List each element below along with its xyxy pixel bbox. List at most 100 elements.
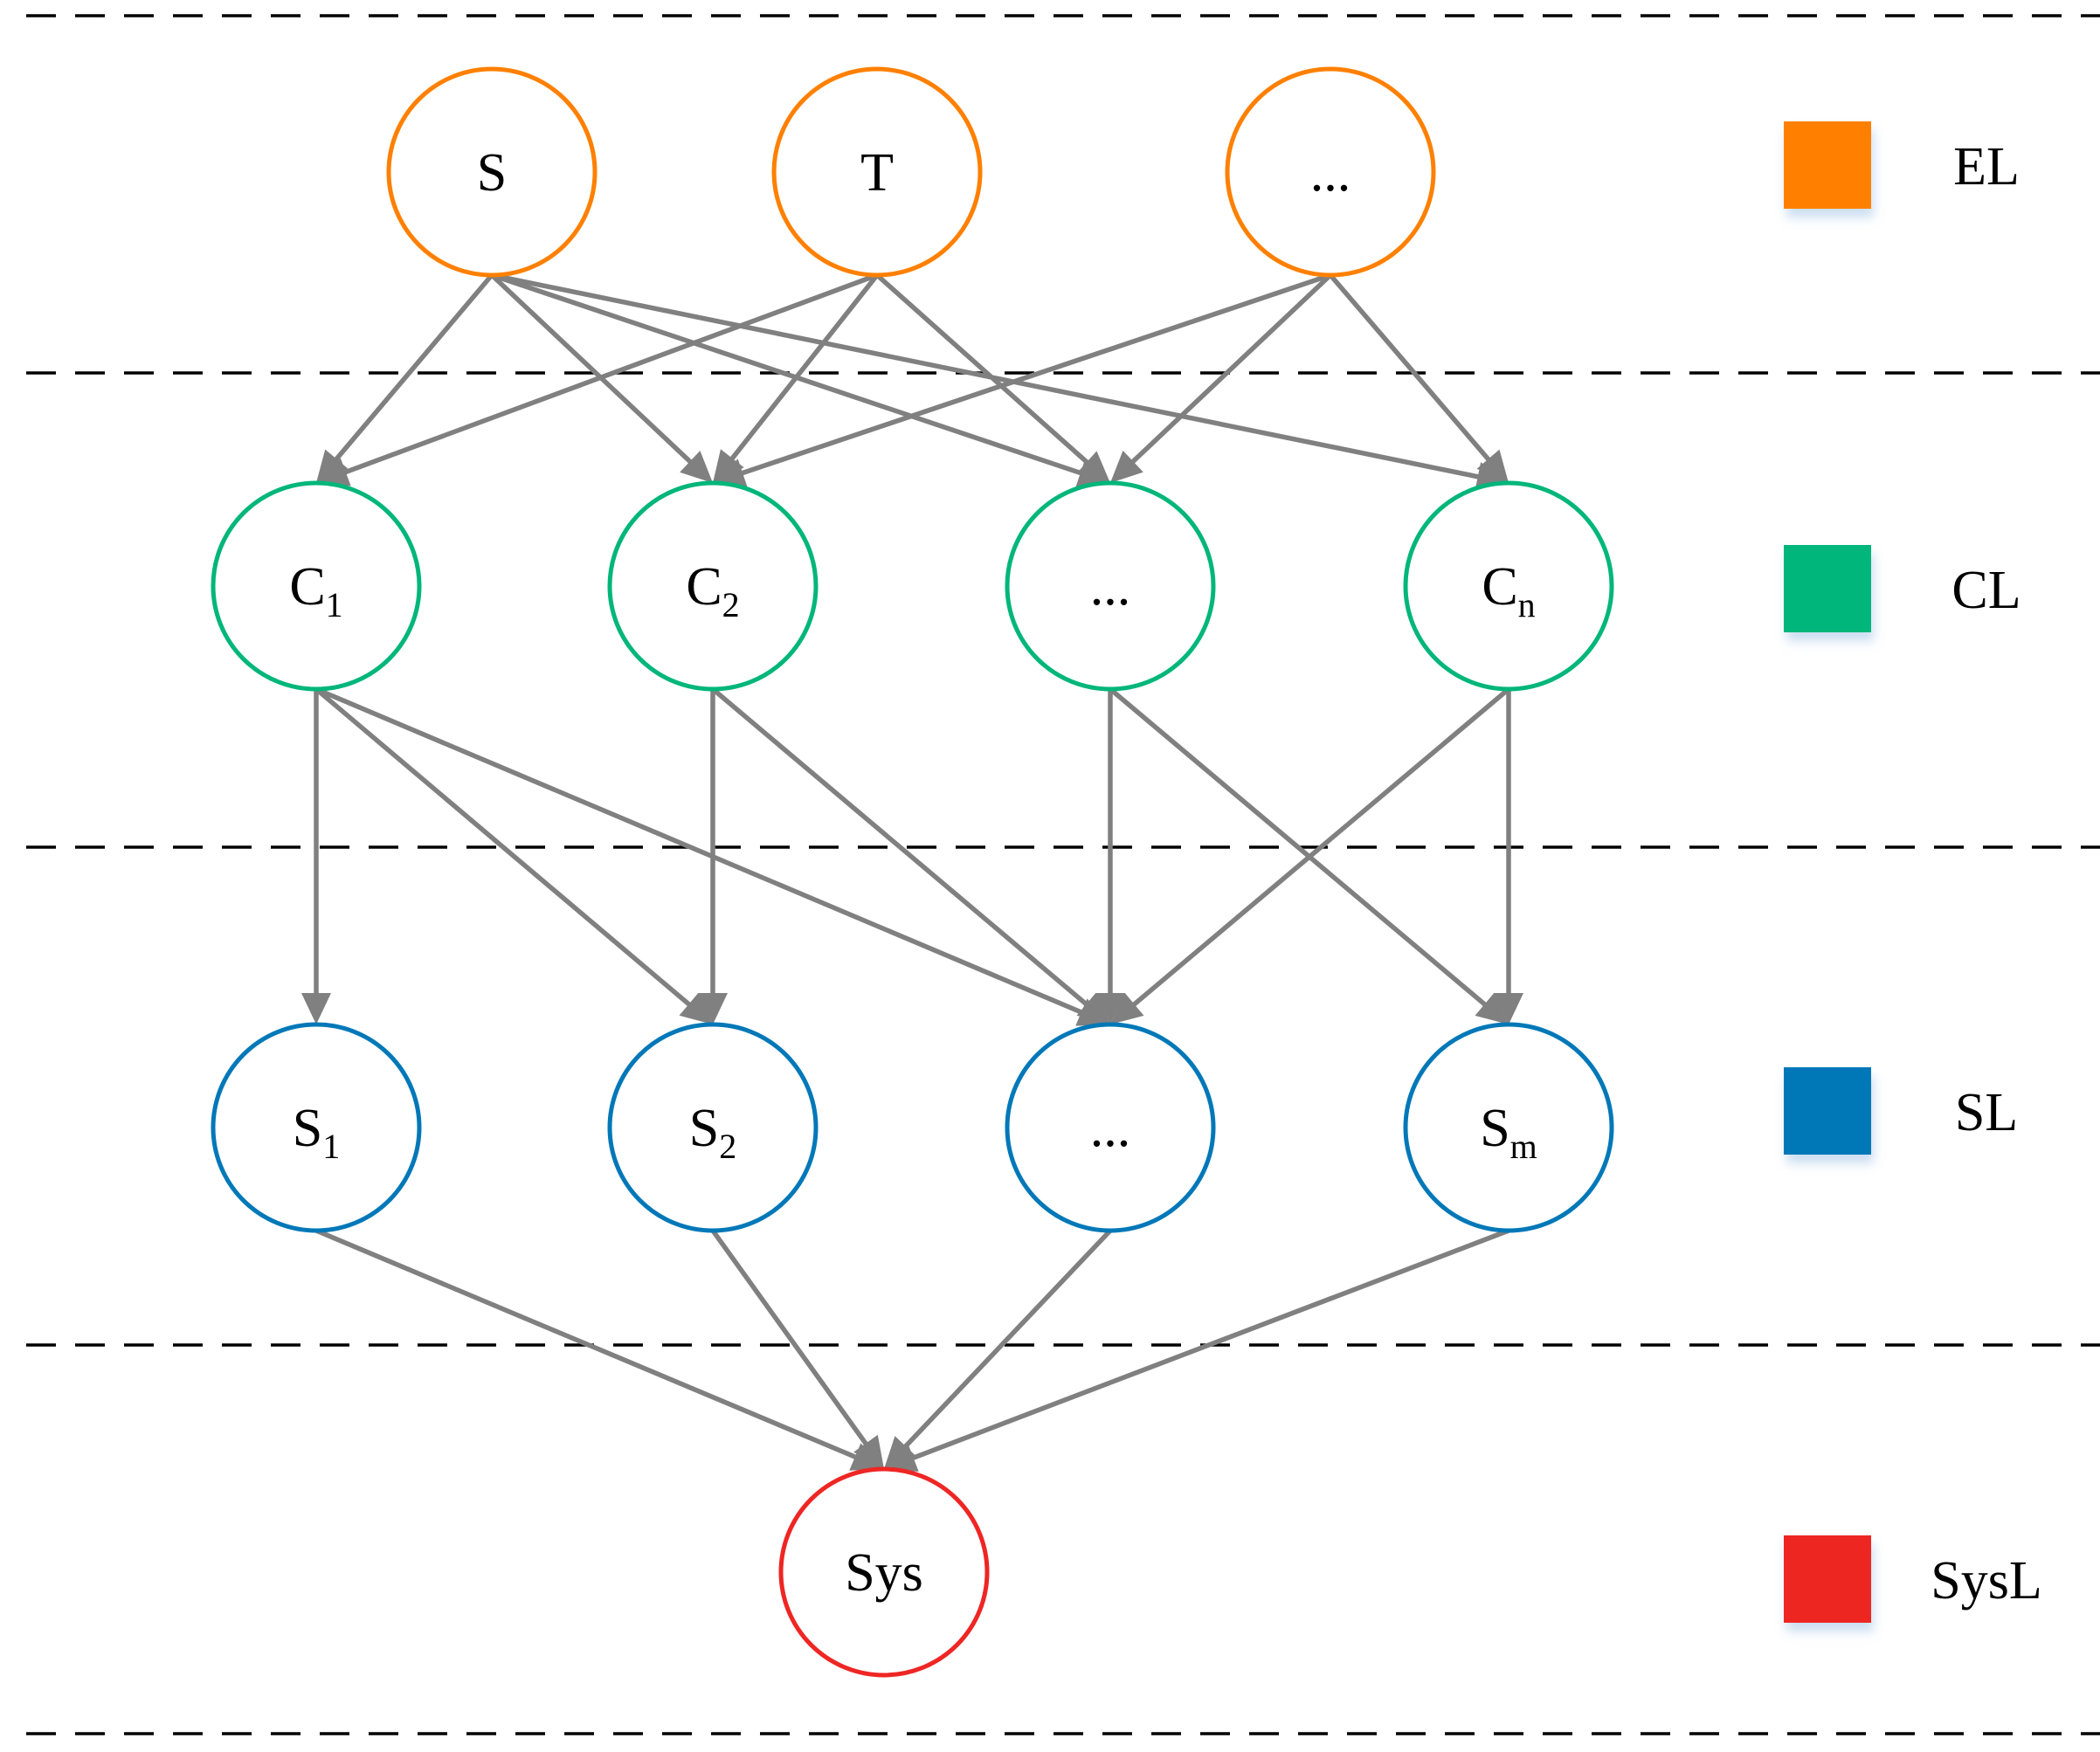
node-label-main: Sys xyxy=(845,1543,923,1603)
node-c1: C1 xyxy=(211,480,422,692)
legend-item-el: EL xyxy=(1784,121,2020,209)
node-circle xyxy=(211,480,422,692)
arrowhead-s2-to-sys xyxy=(853,1434,884,1469)
node-circle xyxy=(1403,1022,1614,1233)
node-label: ... xyxy=(1310,143,1351,203)
edge-cn-to-s_dots xyxy=(1115,686,1510,1021)
node-label: S2 xyxy=(689,1099,736,1166)
node-s_dots: ... xyxy=(1005,1022,1216,1233)
node-label: Sm xyxy=(1480,1099,1537,1166)
legend-item-sysl: SysL xyxy=(1784,1535,2042,1623)
edge-el_t-to-c2 xyxy=(716,273,880,478)
node-label-main: ... xyxy=(1090,557,1131,617)
edge-el_t-to-c1 xyxy=(322,272,878,483)
node-label-main: S xyxy=(689,1099,719,1158)
arrowhead-cn-to-sm xyxy=(1494,993,1523,1024)
layer-separators xyxy=(26,14,2100,1735)
edge-el_dots-to-c_dots xyxy=(1115,273,1332,479)
node-label-subscript: n xyxy=(1518,585,1536,624)
edge-c2-to-s_dots xyxy=(711,686,1106,1021)
legend-label: SL xyxy=(1955,1083,2018,1142)
arrowhead-c_dots-to-s_dots xyxy=(1095,993,1125,1024)
node-circle xyxy=(607,1022,819,1233)
arrowhead-el_s-to-c2 xyxy=(680,450,713,483)
edge-sm-to-sys xyxy=(890,1228,1509,1469)
node-label-main: ... xyxy=(1090,1099,1131,1158)
legend-swatch xyxy=(1784,1535,1871,1623)
node-label: Cn xyxy=(1482,557,1535,624)
node-circle xyxy=(778,1466,990,1678)
node-label-main: S xyxy=(1480,1099,1509,1158)
node-el_t: T xyxy=(771,66,983,278)
arrowhead-c2-to-s_dots xyxy=(1076,992,1110,1024)
node-label: T xyxy=(860,143,894,203)
node-sys: Sys xyxy=(778,1466,990,1678)
edge-s_dots-to-sys xyxy=(888,1229,1112,1465)
arrowhead-el_t-to-c1 xyxy=(316,458,351,486)
legend-swatch xyxy=(1784,1067,1871,1155)
arrowhead-el_dots-to-c_dots xyxy=(1110,450,1143,483)
node-label-subscript: 2 xyxy=(719,1127,736,1166)
legend-item-sl: SL xyxy=(1784,1067,2018,1155)
arrowhead-c_dots-to-sm xyxy=(1475,992,1509,1024)
node-circle xyxy=(1005,1022,1216,1233)
legend-label: EL xyxy=(1953,137,2020,197)
node-label: ... xyxy=(1090,1099,1131,1158)
legend-item-cl: CL xyxy=(1784,545,2021,632)
node-circle xyxy=(211,1022,422,1233)
node-label-subscript: 1 xyxy=(322,1127,340,1166)
node-circle xyxy=(1005,480,1216,692)
node-cn: Cn xyxy=(1403,480,1614,692)
legend-swatch xyxy=(1784,121,1871,209)
node-circle xyxy=(1403,480,1614,692)
legend-label: SysL xyxy=(1931,1551,2041,1611)
legend-label: CL xyxy=(1951,561,2021,620)
node-label: Sys xyxy=(845,1543,923,1603)
arrowhead-el_t-to-c_dots xyxy=(1076,451,1110,483)
node-label-subscript: m xyxy=(1510,1127,1537,1166)
legend-swatch xyxy=(1784,545,1871,632)
node-c2: C2 xyxy=(607,480,819,692)
edge-s1-to-sys xyxy=(314,1228,878,1468)
edge-el_t-to-c_dots xyxy=(875,272,1106,479)
node-label: C2 xyxy=(686,557,739,624)
edge-el_s-to-c1 xyxy=(320,273,494,479)
node-label: S1 xyxy=(293,1099,340,1166)
arrowhead-sm-to-sys xyxy=(884,1444,919,1473)
node-label: S xyxy=(477,143,507,203)
node-label: C1 xyxy=(289,557,342,624)
node-el_dots: ... xyxy=(1225,66,1436,278)
node-label-main: C xyxy=(289,557,325,617)
node-label-subscript: 1 xyxy=(326,585,343,624)
arrowhead-el_dots-to-cn xyxy=(1476,449,1509,483)
node-label-main: ... xyxy=(1310,143,1351,203)
node-label-main: S xyxy=(477,143,507,203)
node-circle xyxy=(386,66,598,278)
arrowhead-c2-to-s2 xyxy=(698,993,728,1024)
node-s1: S1 xyxy=(211,1022,422,1233)
edge-el_dots-to-c2 xyxy=(720,272,1331,483)
node-c_dots: ... xyxy=(1005,480,1216,692)
node-label-main: S xyxy=(293,1099,322,1158)
node-label: ... xyxy=(1090,557,1131,617)
edge-el_dots-to-cn xyxy=(1328,273,1505,479)
node-circle xyxy=(771,66,983,278)
edge-c1-to-s_dots xyxy=(314,686,1104,1024)
node-label-main: C xyxy=(686,557,722,617)
edges xyxy=(301,272,1523,1473)
node-el_s: S xyxy=(386,66,598,278)
node-label-main: T xyxy=(860,143,894,203)
arrowhead-cn-to-s_dots xyxy=(1110,992,1144,1024)
edge-c1-to-s2 xyxy=(314,686,708,1021)
edge-s2-to-sys xyxy=(710,1229,881,1464)
arrowhead-el_dots-to-c2 xyxy=(713,459,748,487)
node-circle xyxy=(1225,66,1436,278)
arrowhead-c1-to-s2 xyxy=(679,992,713,1024)
node-label-subscript: 2 xyxy=(722,585,740,624)
node-label-main: C xyxy=(1482,557,1517,617)
arrowhead-c1-to-s1 xyxy=(301,993,331,1024)
legend: EL CL SL SysL xyxy=(1784,121,2042,1623)
node-s2: S2 xyxy=(607,1022,819,1233)
